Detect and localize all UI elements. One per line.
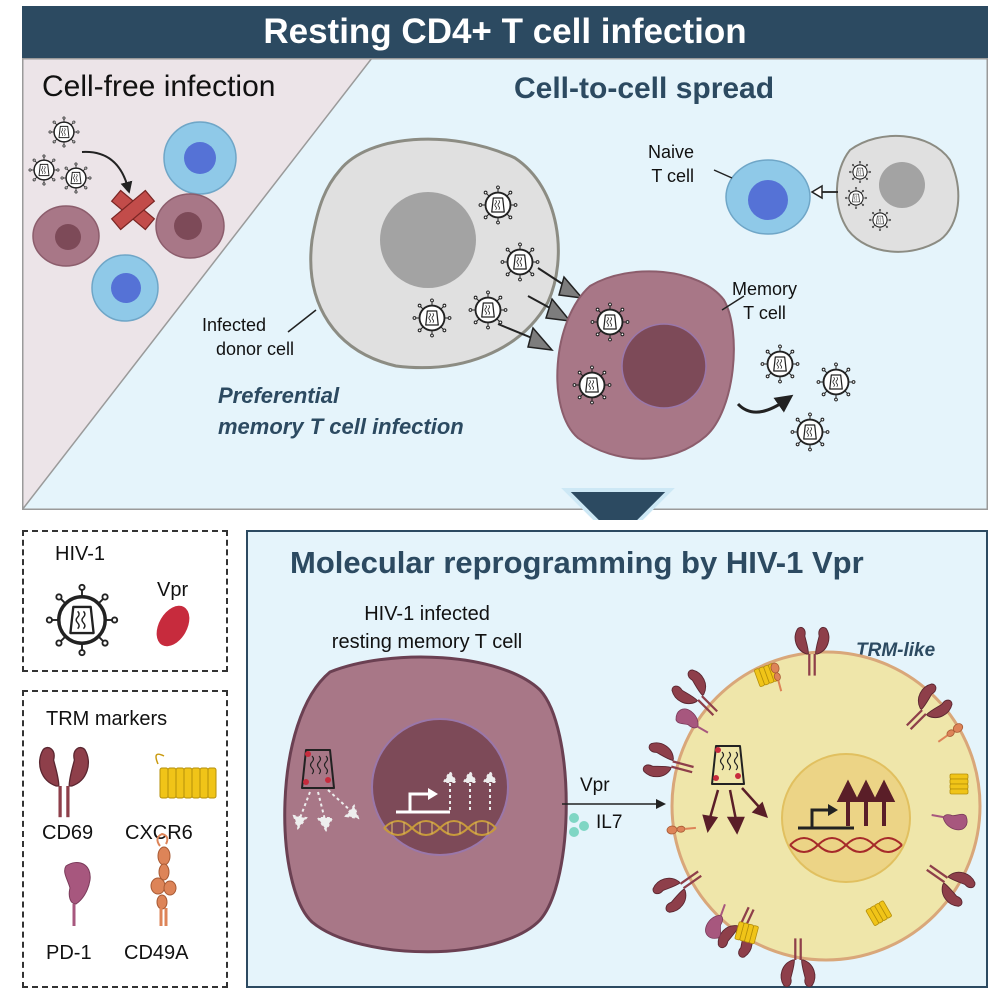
memory-label-line1: Memory	[732, 279, 798, 299]
capsid-icon	[711, 745, 745, 785]
infected-cell-label-line1: HIV-1 infected	[364, 603, 490, 625]
reprogram-arrow-head	[656, 799, 666, 809]
legend-trm-graphics	[37, 745, 217, 926]
preferential-line1: Preferential	[218, 383, 340, 408]
preferential-line2: memory T cell infection	[218, 414, 464, 439]
gene-promoter-icon	[798, 804, 854, 830]
infected-cell-label-line2: resting memory T cell	[331, 631, 523, 653]
vpr-effect-arrows-icon	[702, 787, 768, 835]
donor-label-line	[287, 309, 317, 333]
il7-dot-icon	[569, 827, 579, 837]
il7-dot-icon	[579, 821, 589, 831]
top-illustrations	[28, 116, 960, 520]
down-arrow-icon	[561, 488, 675, 520]
dna-icon	[383, 820, 497, 836]
naive-entry-arrow	[810, 184, 838, 200]
naive-nucleus-icon	[184, 142, 216, 174]
upregulation-arrows-icon	[836, 779, 896, 826]
trm-like-label: TRM-like	[856, 640, 936, 661]
page-title: Resting CD4+ T cell infection	[263, 12, 747, 51]
cxcr6-icon	[155, 753, 217, 799]
cxcr6-marker-icon	[949, 773, 969, 795]
naive-label-line2: T cell	[651, 166, 695, 186]
header-bar	[22, 6, 988, 58]
pd1-icon	[64, 862, 91, 926]
transfer-arrow-icon	[537, 267, 584, 299]
faint-upregulation-arrows-icon	[442, 770, 498, 810]
cell-free-title: Cell-free infection	[42, 70, 276, 103]
naive-nucleus-icon	[111, 273, 141, 303]
transfer-arrow-icon	[497, 323, 554, 351]
memory-nucleus-icon	[621, 323, 707, 409]
legend-hiv-box	[22, 530, 228, 672]
vpr-icon	[156, 605, 190, 647]
bottom-panel-title: Molecular reprogramming by HIV-1 Vpr	[290, 545, 864, 580]
legend-cxcr6-label: CXCR6	[125, 822, 193, 844]
memory-nucleus-icon	[55, 224, 81, 250]
il7-dot-icon	[569, 813, 579, 823]
legend-hiv-label: HIV-1	[55, 543, 106, 565]
memory-label-line2: T cell	[743, 303, 786, 323]
gene-promoter-icon	[396, 788, 450, 814]
donor-nucleus-icon	[380, 192, 476, 288]
transfer-arrow-icon	[527, 295, 572, 322]
donor-label-line1: Infected	[202, 315, 267, 335]
legend-hiv-graphics	[45, 583, 190, 657]
naive-label: Naive T cell	[648, 140, 694, 188]
legend-cd49a-label: CD49A	[124, 942, 189, 964]
memory-label: Memory T cell	[732, 277, 797, 325]
legend-trm-title: TRM markers	[46, 708, 168, 730]
donor-label-line2: donor cell	[216, 339, 295, 359]
capsid-icon	[301, 749, 335, 789]
vpr-arrow-label: Vpr	[580, 775, 610, 796]
donor-label: Infected donor cell	[200, 313, 294, 361]
il7-label: IL7	[596, 812, 623, 833]
legend-trm-box	[22, 690, 228, 988]
faint-arrows-icon	[292, 789, 360, 832]
cell-to-cell-title: Cell-to-cell spread	[514, 72, 775, 105]
naive-label-line	[713, 169, 733, 179]
memory-label-line	[721, 295, 745, 311]
infected-cell-label: HIV-1 infected resting memory T cell	[302, 600, 552, 656]
preferential-label: Preferential memory T cell infection	[218, 380, 464, 442]
legend-pd1-label: PD-1	[46, 942, 92, 964]
resting-nucleus	[371, 718, 509, 856]
block-arrow	[81, 150, 133, 194]
memory-nucleus-icon	[174, 212, 202, 240]
legend-vpr-label: Vpr	[157, 579, 189, 601]
naive-nucleus-icon	[748, 180, 788, 220]
release-arrow	[736, 394, 794, 414]
donor-nucleus-icon	[879, 162, 925, 208]
naive-label-line1: Naive	[648, 142, 695, 162]
cd49a-icon	[150, 832, 177, 926]
legend-cd69-label: CD69	[42, 822, 94, 844]
dna-icon	[789, 837, 903, 853]
block-x-icon	[110, 189, 156, 231]
